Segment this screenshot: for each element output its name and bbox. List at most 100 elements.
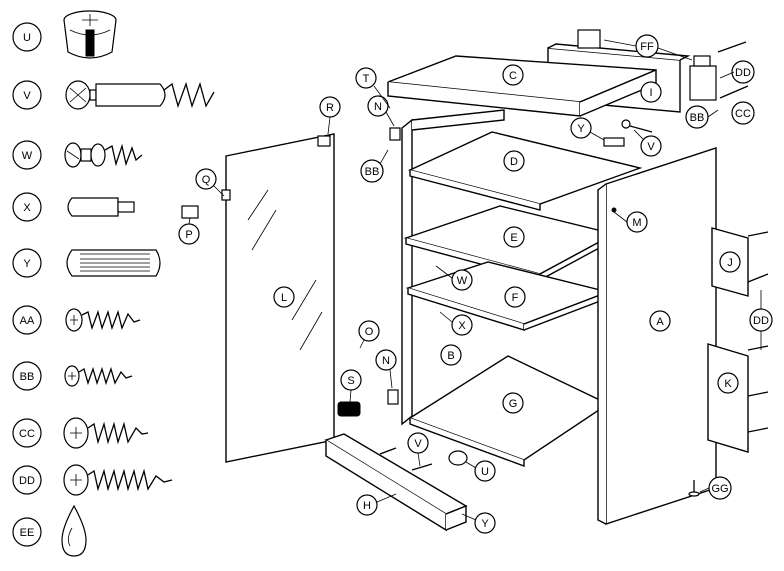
- callout-label: N: [374, 101, 382, 113]
- callout-cc: CC: [731, 101, 755, 125]
- callout-label: C: [509, 70, 517, 82]
- callout-n-bottom: N: [375, 349, 397, 371]
- callout-j: J: [719, 251, 741, 273]
- callout-label: BB: [20, 371, 35, 383]
- callout-p: P: [178, 223, 200, 245]
- legend-item-x: X: [12, 192, 135, 222]
- callout-label: CC: [19, 428, 35, 440]
- callout-w: W: [451, 269, 473, 291]
- shelf-support-screw-icon: [64, 142, 143, 168]
- legend-item-cc: CC: [12, 417, 149, 449]
- legend-item-ee: EE: [12, 504, 87, 557]
- screw-bb-icon: [64, 365, 133, 387]
- callout-a: A: [649, 310, 671, 332]
- callout-label: DD: [753, 315, 769, 327]
- callout-f: F: [504, 286, 526, 308]
- cabinet-assembly: [181, 29, 769, 532]
- shelf-peg-icon: [67, 197, 135, 217]
- callout-label: GG: [711, 483, 728, 495]
- callout-label: I: [649, 87, 652, 99]
- callout-label: K: [724, 378, 732, 390]
- callout-label: DD: [19, 475, 35, 487]
- callout-s: S: [340, 369, 362, 391]
- callout-q: Q: [195, 168, 217, 190]
- callout-label: B: [447, 350, 454, 362]
- callout-d: D: [503, 150, 525, 172]
- callout-label: Y: [577, 123, 585, 135]
- callout-label: T: [363, 73, 370, 85]
- screw-dd-icon: [63, 464, 173, 496]
- callout-l: L: [273, 286, 295, 308]
- callout-b: B: [440, 344, 462, 366]
- callout-label: BB: [690, 112, 705, 124]
- callout-c: C: [502, 64, 524, 86]
- callout-t: T: [355, 67, 377, 89]
- cam-bolt-part-v: [379, 119, 653, 471]
- callout-gg: GG: [708, 476, 732, 500]
- callout-bb-left: BB: [360, 159, 384, 183]
- callout-label: L: [281, 292, 287, 304]
- callout-label: H: [363, 500, 371, 512]
- plinth-h: [324, 433, 468, 532]
- callout-v-bottom: V: [407, 432, 429, 454]
- callout-label: W: [22, 150, 33, 162]
- parts-legend: U V W: [12, 10, 215, 557]
- callout-y-top: Y: [570, 117, 592, 139]
- callout-label: V: [414, 438, 422, 450]
- callout-label: O: [365, 326, 374, 338]
- glide-gg: [688, 480, 700, 497]
- legend-item-w: W: [12, 140, 143, 170]
- callout-label: D: [510, 156, 518, 168]
- callout-o: O: [358, 320, 380, 342]
- callout-label: Y: [23, 258, 31, 270]
- leader-lines: [188, 39, 762, 521]
- callout-label: M: [632, 217, 641, 229]
- callout-label: U: [23, 32, 31, 44]
- callout-label: N: [382, 355, 390, 367]
- callout-e: E: [503, 226, 525, 248]
- back-panel-k: [707, 343, 749, 453]
- callout-label: Y: [481, 518, 489, 530]
- callout-n-top: N: [367, 95, 389, 117]
- callout-label: U: [481, 466, 489, 478]
- callout-label: F: [512, 292, 519, 304]
- legend-item-bb: BB: [12, 361, 133, 391]
- bracket-n: [387, 127, 401, 405]
- callout-y-bottom: Y: [474, 512, 496, 534]
- screws-dd: [717, 41, 769, 433]
- callout-label: R: [326, 102, 334, 114]
- callout-i: I: [640, 81, 662, 103]
- callout-label: J: [727, 257, 733, 269]
- callout-label: BB: [365, 166, 380, 178]
- cam-lock-icon: [63, 10, 117, 59]
- callouts: C I FF DD BB CC T N R BB Y V D Q M P E J…: [178, 34, 773, 534]
- cam-bolt-icon: [65, 80, 215, 110]
- screw-aa-icon: [65, 308, 141, 332]
- callout-label: Q: [202, 174, 211, 186]
- callout-g: G: [502, 392, 524, 414]
- callout-label: W: [457, 275, 468, 287]
- legend-item-y: Y: [12, 248, 161, 278]
- callout-bb-right: BB: [685, 105, 709, 129]
- callout-label: G: [509, 398, 518, 410]
- callout-label: P: [185, 229, 192, 241]
- callout-dd-right: DD: [749, 308, 773, 332]
- callout-label: V: [647, 141, 655, 153]
- shelf-d: [407, 131, 643, 211]
- panel-a: [597, 147, 717, 525]
- callout-k: K: [717, 372, 739, 394]
- callout-label: A: [656, 316, 664, 328]
- callout-v-top: V: [640, 135, 662, 157]
- callout-label: X: [23, 202, 31, 214]
- callout-x: X: [451, 314, 473, 336]
- callout-m: M: [626, 211, 648, 233]
- screw-cc-icon: [63, 417, 149, 449]
- callout-h: H: [356, 494, 378, 516]
- callout-ff: FF: [635, 34, 659, 58]
- dowel-part-y: [603, 137, 625, 147]
- connector-s: [337, 401, 361, 417]
- callout-label: DD: [735, 67, 751, 79]
- callout-label: X: [458, 320, 466, 332]
- callout-label: AA: [20, 315, 35, 327]
